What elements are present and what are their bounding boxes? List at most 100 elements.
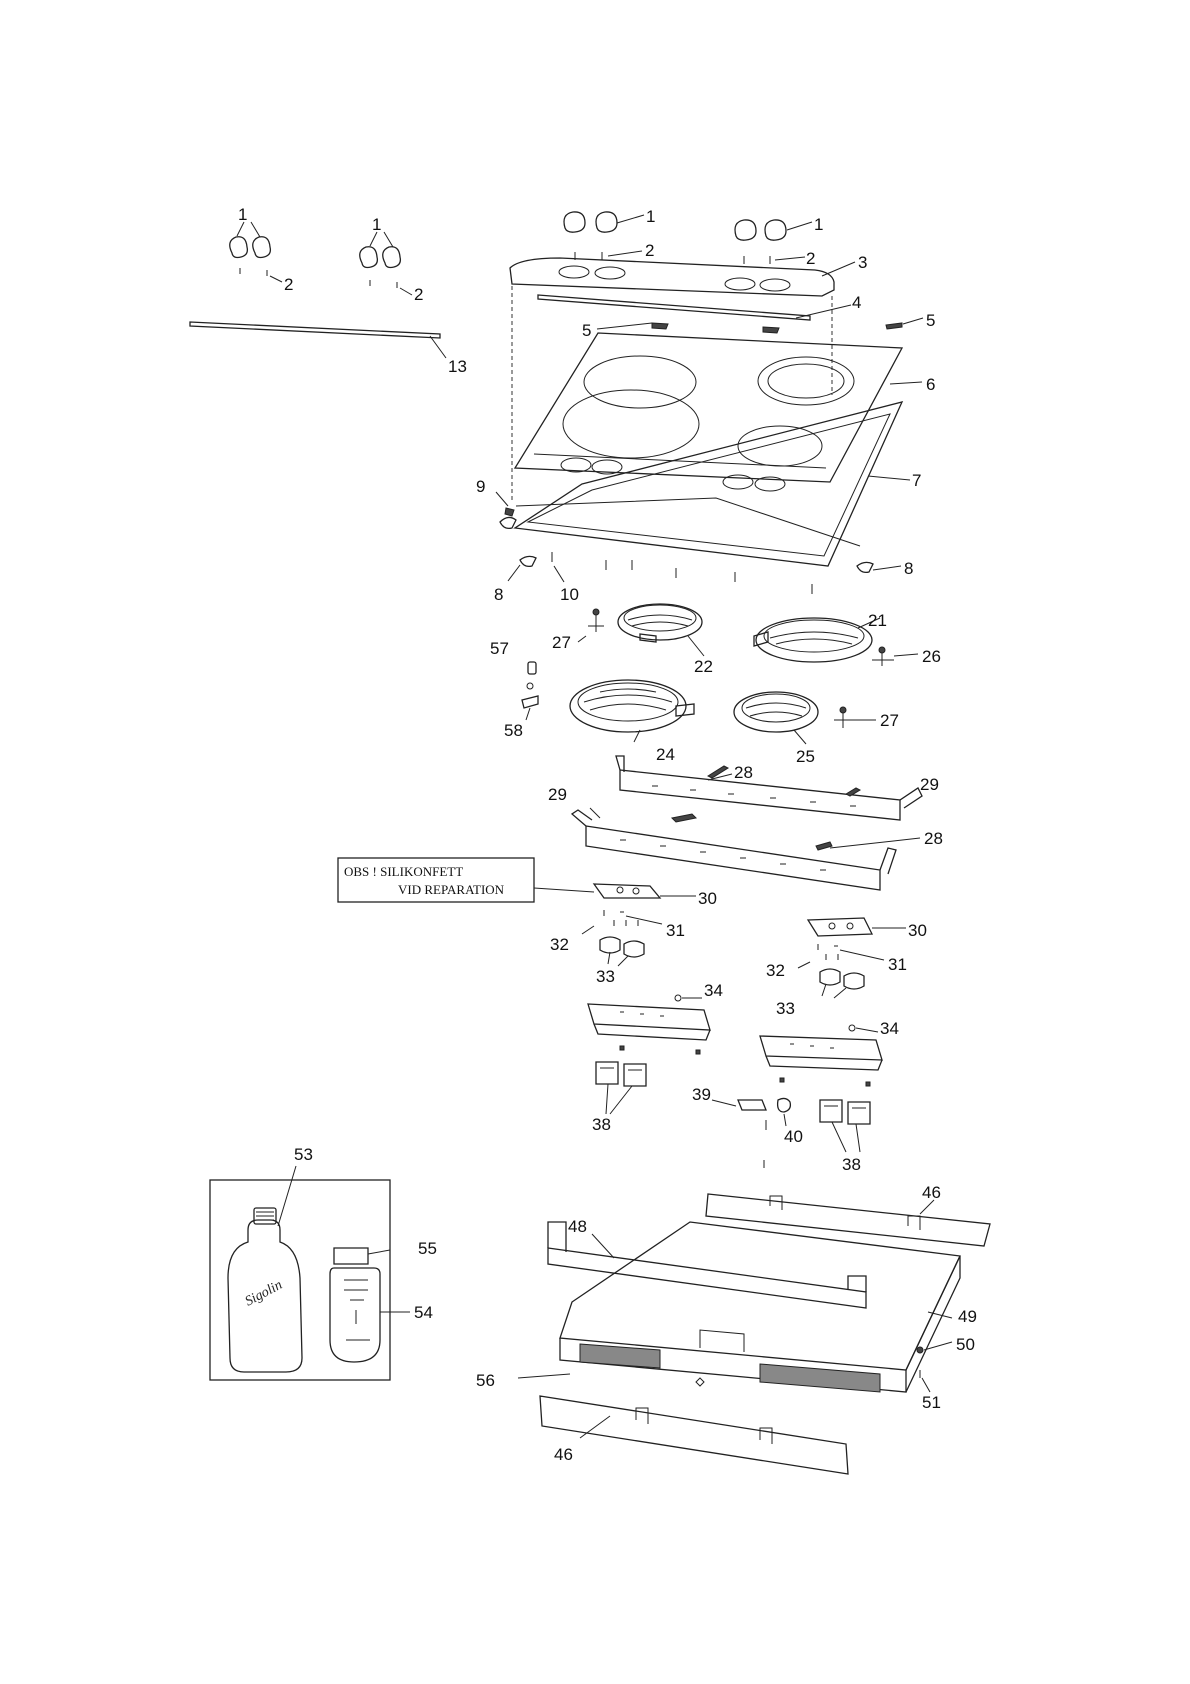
relays-38b xyxy=(819,1099,871,1153)
heating-element-24 xyxy=(569,679,695,743)
sigolin-bottle: Sigolin xyxy=(227,1207,303,1373)
callout-24: 24 xyxy=(656,745,675,764)
callout-46: 46 xyxy=(922,1183,941,1202)
cleaning-kit-box: Sigolin xyxy=(209,1165,410,1381)
scraper-holder-54 xyxy=(329,1267,410,1363)
callout-8: 8 xyxy=(904,559,913,578)
callout-6: 6 xyxy=(926,375,935,394)
screws-31-32b xyxy=(817,944,839,960)
callout-3: 3 xyxy=(858,253,867,272)
knob-switches-33a xyxy=(599,936,645,967)
screws-31-32a xyxy=(603,910,639,926)
callout-33: 33 xyxy=(596,967,615,986)
ceramic-glass-top-6 xyxy=(513,332,923,492)
callout-29: 29 xyxy=(548,785,567,804)
relays-38a xyxy=(595,1061,647,1115)
callout-55: 55 xyxy=(418,1239,437,1258)
knob-pair-left-a xyxy=(229,236,272,276)
side-bracket-46-top xyxy=(705,1193,991,1247)
switch-board-34b xyxy=(759,1024,883,1087)
callout-49: 49 xyxy=(958,1307,977,1326)
thermostat-27b xyxy=(834,706,876,728)
callout-46: 46 xyxy=(554,1445,573,1464)
rail-48 xyxy=(547,1221,867,1309)
heating-element-22 xyxy=(617,603,705,657)
screws-row-10 xyxy=(551,552,813,594)
callout-28: 28 xyxy=(734,763,753,782)
callout-27: 27 xyxy=(552,633,571,652)
center-screw xyxy=(695,1377,705,1387)
heating-element-21 xyxy=(753,617,881,663)
gasket-frame-7 xyxy=(513,401,911,567)
plate-30b xyxy=(806,917,906,937)
callout-56: 56 xyxy=(476,1371,495,1390)
control-panel-3 xyxy=(509,257,856,297)
part-57-58 xyxy=(521,661,539,721)
callout-40: 40 xyxy=(784,1127,803,1146)
seal-strip-4 xyxy=(537,294,852,321)
callout-29: 29 xyxy=(920,775,939,794)
callout-32: 32 xyxy=(550,935,569,954)
clip-5a xyxy=(651,322,669,330)
callout-48: 48 xyxy=(568,1217,587,1236)
callout-7: 7 xyxy=(912,471,921,490)
callout-5: 5 xyxy=(926,311,935,330)
clip-5c xyxy=(885,322,903,330)
heating-element-25 xyxy=(733,691,819,745)
screw-9 xyxy=(504,507,515,517)
callout-21: 21 xyxy=(868,611,887,630)
callout-58: 58 xyxy=(504,721,523,740)
callout-32: 32 xyxy=(766,961,785,980)
callout-1: 1 xyxy=(814,215,823,234)
side-bracket-46-bottom xyxy=(539,1395,849,1475)
clip-8b xyxy=(856,561,874,574)
thermostat-27a xyxy=(577,608,604,643)
callout-1: 1 xyxy=(238,205,247,224)
callout-2: 2 xyxy=(414,285,423,304)
callout-2: 2 xyxy=(806,249,815,268)
knob-pair-top-a xyxy=(563,211,645,260)
callout-34: 34 xyxy=(704,981,723,1000)
scraper-55 xyxy=(333,1247,391,1265)
callout-54: 54 xyxy=(414,1303,433,1322)
callout-53: 53 xyxy=(294,1145,313,1164)
silicone-note-box: OBS ! SILIKONFETT VID REPARATION xyxy=(337,857,595,903)
callout-33: 33 xyxy=(776,999,795,1018)
clip-8a xyxy=(519,555,537,568)
note-line-1: OBS ! SILIKONFETT xyxy=(344,864,463,879)
callout-1: 1 xyxy=(646,207,655,226)
bottle-brand-text: Sigolin xyxy=(243,1278,285,1310)
switch-39-40 xyxy=(711,1097,792,1168)
callout-30: 30 xyxy=(908,921,927,940)
callout-1: 1 xyxy=(372,215,381,234)
callout-50: 50 xyxy=(956,1335,975,1354)
knob-pair-top-b xyxy=(734,219,813,264)
knob-switches-33b xyxy=(819,968,865,999)
note-line-2: VID REPARATION xyxy=(398,882,505,897)
base-tray-49 xyxy=(559,1221,961,1393)
callout-30: 30 xyxy=(698,889,717,908)
callout-26: 26 xyxy=(922,647,941,666)
clip-5b xyxy=(762,326,780,334)
bracket-29-bottom xyxy=(570,809,897,891)
foot-50-51 xyxy=(916,1341,953,1393)
callout-4: 4 xyxy=(852,293,861,312)
trim-strip-13 xyxy=(189,321,447,359)
callout-31: 31 xyxy=(666,921,685,940)
callout-10: 10 xyxy=(560,585,579,604)
bracket-29-top xyxy=(615,755,923,821)
callout-28: 28 xyxy=(924,829,943,848)
thermostat-26 xyxy=(872,646,919,666)
callout-51: 51 xyxy=(922,1393,941,1412)
switch-board-34a xyxy=(587,994,711,1055)
callout-25: 25 xyxy=(796,747,815,766)
callout-8: 8 xyxy=(494,585,503,604)
callout-31: 31 xyxy=(888,955,907,974)
callout-13: 13 xyxy=(448,357,467,376)
callout-22: 22 xyxy=(694,657,713,676)
callout-2: 2 xyxy=(284,275,293,294)
callout-9: 9 xyxy=(476,477,485,496)
callout-2: 2 xyxy=(645,241,654,260)
callout-38: 38 xyxy=(592,1115,611,1134)
callout-27: 27 xyxy=(880,711,899,730)
